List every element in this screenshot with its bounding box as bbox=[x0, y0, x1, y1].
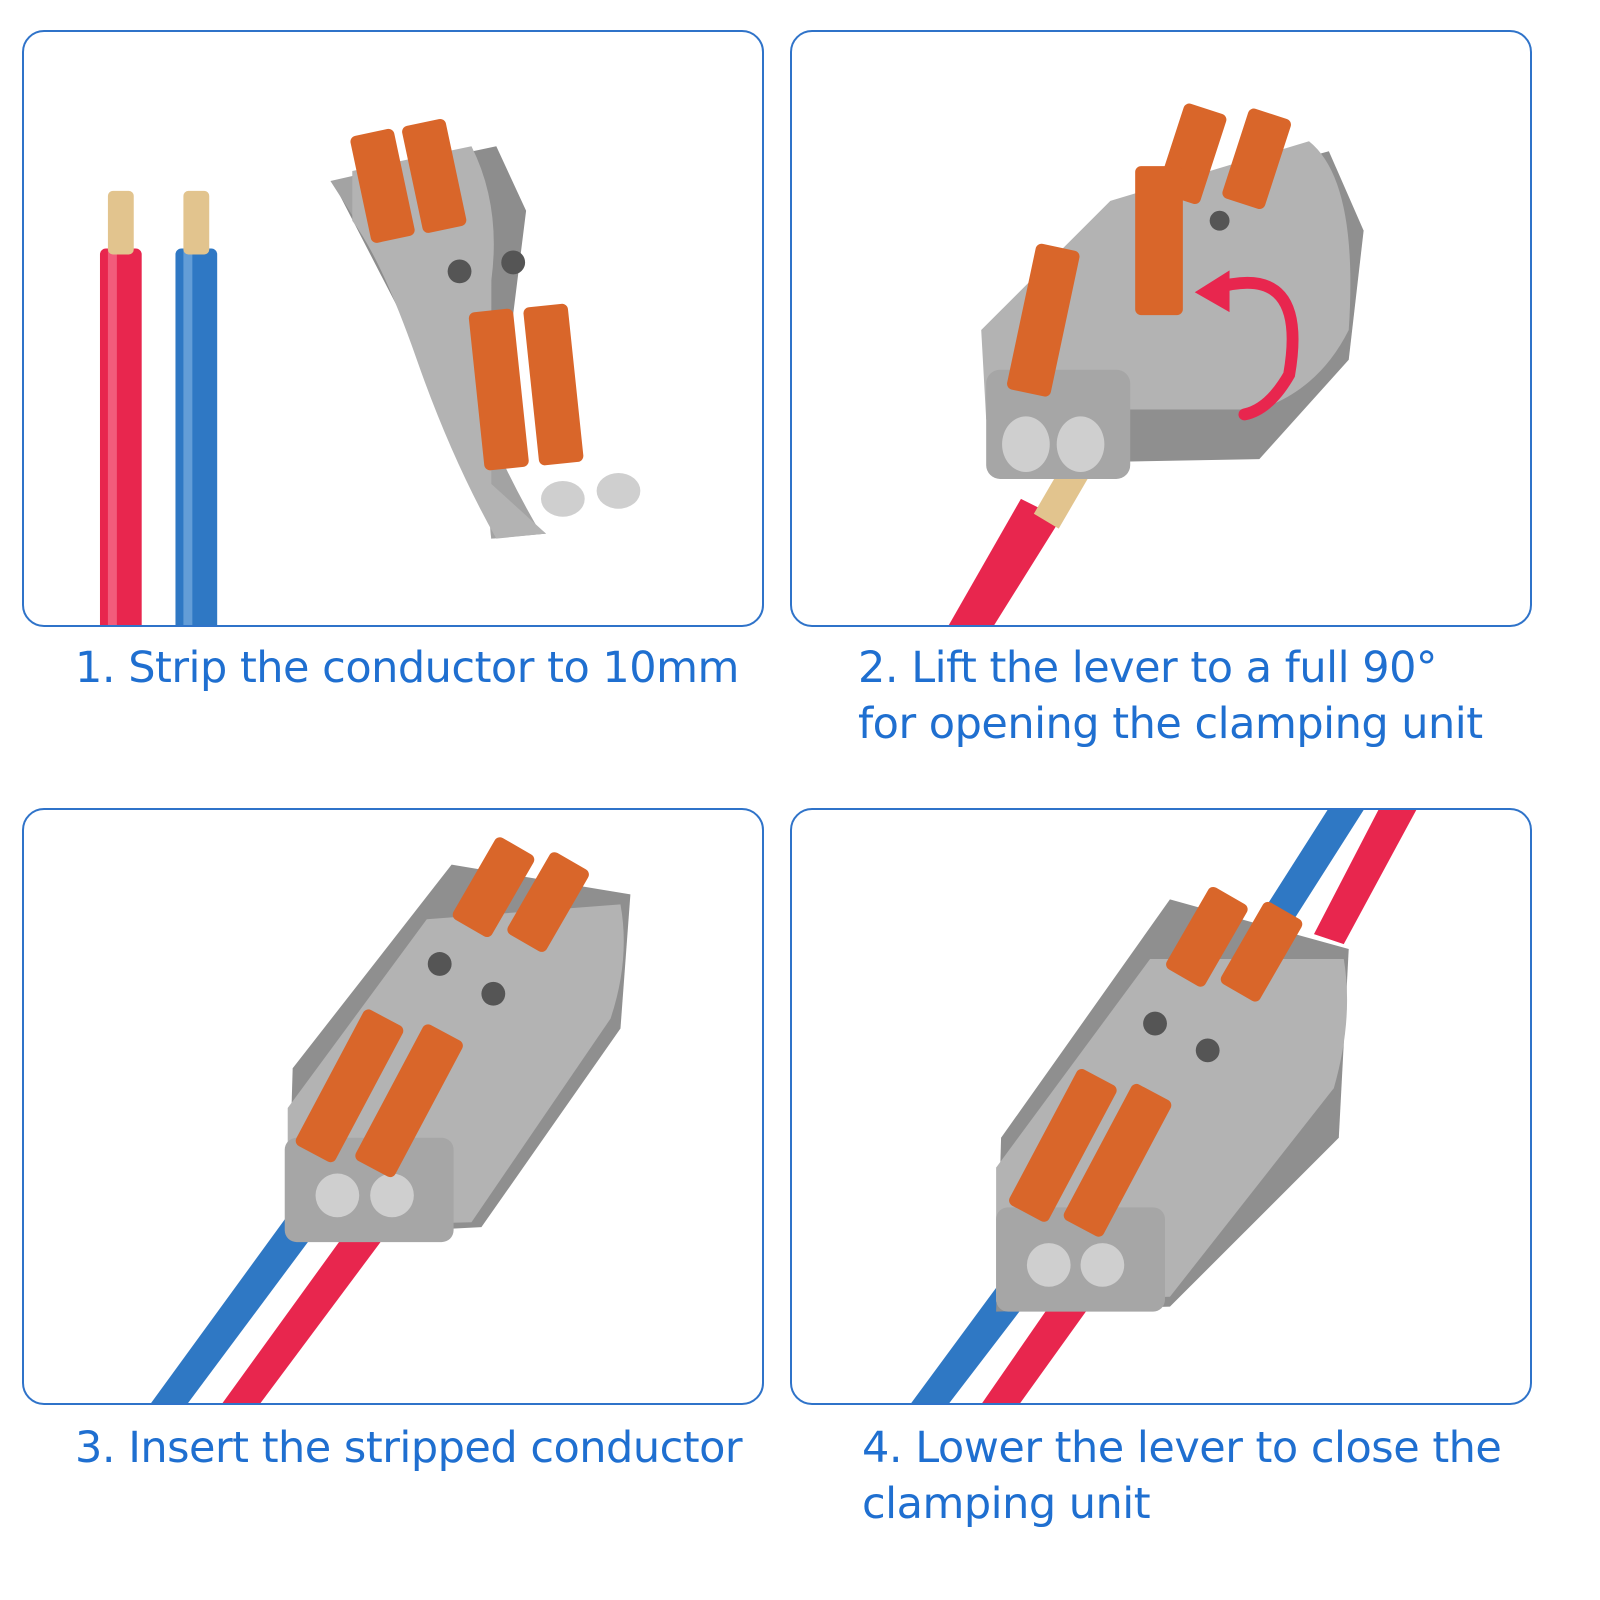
step-2-illustration bbox=[948, 103, 1364, 625]
step-2-caption-line-1: 2. Lift the lever to a full 90° bbox=[858, 643, 1437, 693]
step-4-panel bbox=[790, 808, 1532, 1405]
step-2-panel bbox=[790, 30, 1532, 627]
red-wire-icon bbox=[948, 459, 1091, 625]
connector-icon bbox=[981, 103, 1364, 479]
step-3-caption-line-1: 3. Insert the stripped conductor bbox=[75, 1423, 743, 1473]
step-1-caption: 1. Strip the conductor to 10mm bbox=[75, 640, 739, 696]
connector-icon bbox=[330, 118, 641, 539]
connector-icon bbox=[284, 837, 631, 1243]
blue-wire-icon bbox=[175, 190, 218, 625]
step-1-illustration bbox=[99, 118, 641, 625]
step-1-panel bbox=[22, 30, 764, 627]
step-1-caption-line-1: 1. Strip the conductor to 10mm bbox=[75, 643, 739, 693]
step-4-caption-line-1: 4. Lower the lever to close the bbox=[862, 1423, 1502, 1473]
connector-icon bbox=[996, 886, 1349, 1312]
step-3-illustration bbox=[151, 837, 631, 1403]
red-wire-icon bbox=[99, 190, 142, 625]
step-4-caption-line-2: clamping unit bbox=[862, 1479, 1151, 1529]
step-3-caption: 3. Insert the stripped conductor bbox=[75, 1420, 743, 1476]
step-4-illustration bbox=[911, 810, 1417, 1403]
step-2-caption: 2. Lift the lever to a full 90° for open… bbox=[858, 640, 1483, 752]
step-4-caption: 4. Lower the lever to close the clamping… bbox=[862, 1420, 1502, 1532]
step-3-panel bbox=[22, 808, 764, 1405]
rotate-arrow-icon bbox=[1194, 270, 1299, 421]
step-2-caption-line-2: for opening the clamping unit bbox=[858, 699, 1483, 749]
